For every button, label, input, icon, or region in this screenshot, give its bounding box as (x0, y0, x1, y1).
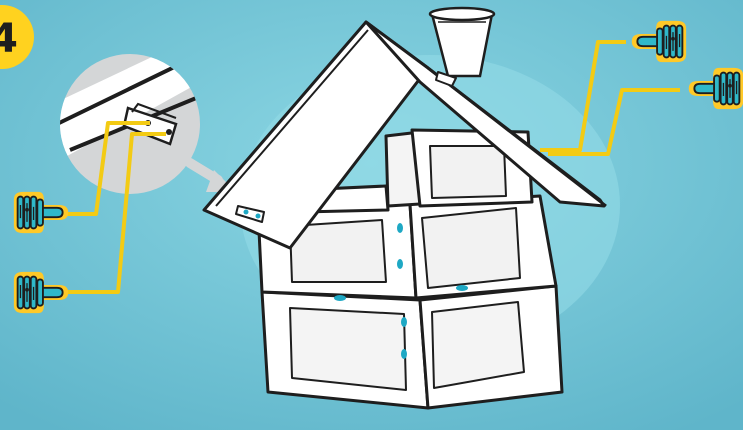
magnified-hole-2 (166, 129, 172, 135)
light-hole (397, 223, 403, 233)
light-hole (401, 349, 407, 359)
light-hole (401, 317, 407, 327)
step-number: 4 (0, 16, 18, 62)
light-hole (456, 285, 468, 291)
light-hole (334, 295, 346, 301)
light-hole (397, 259, 403, 269)
